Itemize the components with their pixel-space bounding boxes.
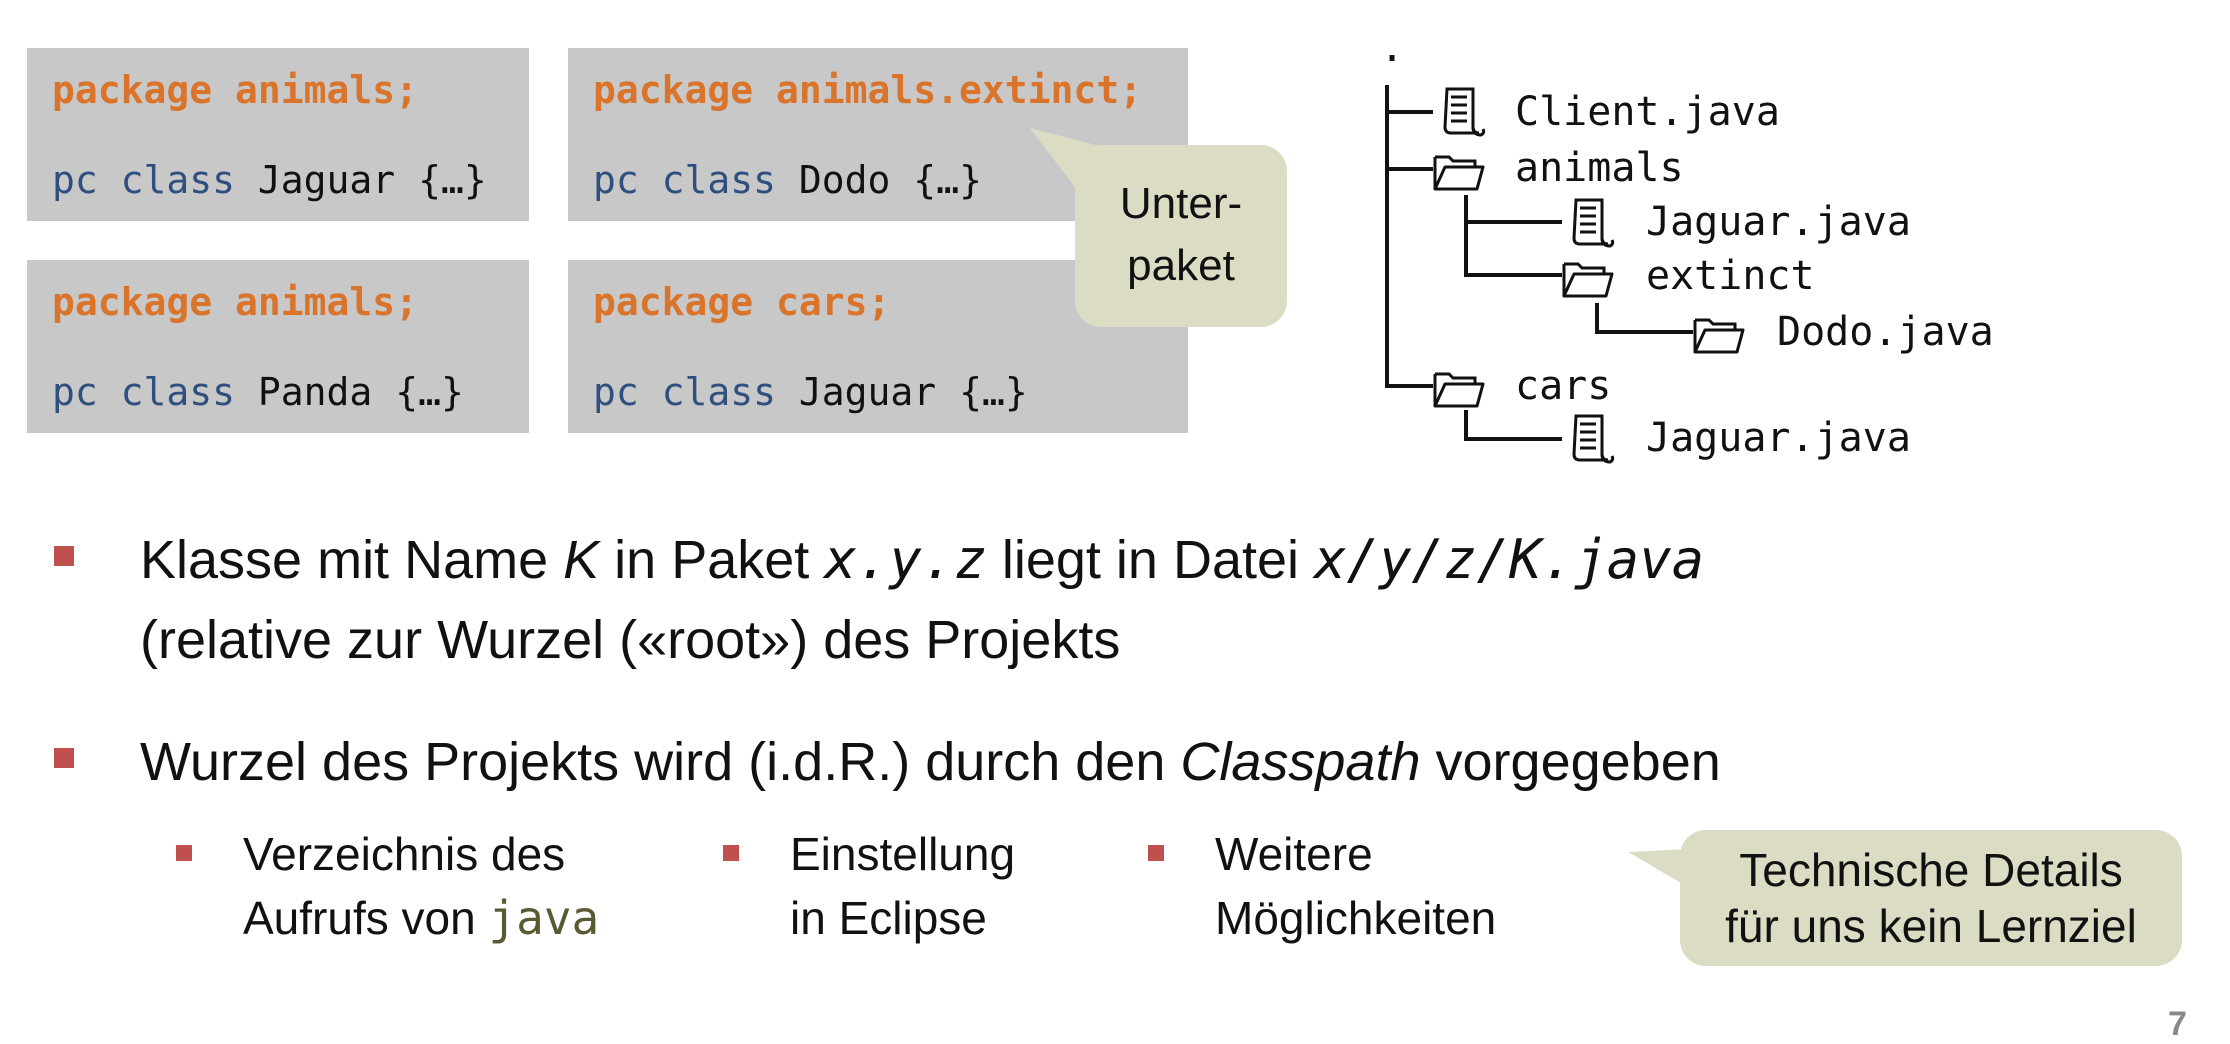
bullet-2-text: vorgegeben <box>1420 732 1721 792</box>
bullet-marker <box>54 748 74 768</box>
package-declaration: package animals.extinct; <box>593 68 1143 112</box>
tree-node-label: extinct <box>1646 253 1815 299</box>
file-icon <box>1443 87 1486 137</box>
sub-bullet-2: Einstellung in Eclipse <box>790 822 1015 950</box>
class-declaration: pc class Panda {…} <box>52 370 464 414</box>
callout-line-2: paket <box>1127 241 1235 290</box>
sub-bullet-marker <box>1148 845 1164 861</box>
class-name: Jaguar {…} <box>257 158 487 202</box>
code-box-panda: package animals; pc class Panda {…} <box>27 260 529 433</box>
classpath-term: Classpath <box>1180 732 1421 792</box>
bullet-marker <box>54 546 74 566</box>
tree-connector <box>1464 273 1562 277</box>
bullet-1: Klasse mit Name K in Paket x.y.z liegt i… <box>140 520 1704 600</box>
sub-bullet-3: Weitere Möglichkeiten <box>1215 822 1496 950</box>
tree-connector <box>1464 195 1468 275</box>
sub-bullet-2-line-1: Einstellung <box>790 828 1016 880</box>
file-icon <box>1572 198 1615 248</box>
class-name: Panda {…} <box>257 370 464 414</box>
bullet-1-text: in Paket <box>599 530 825 590</box>
package-declaration: package animals; <box>52 280 419 324</box>
sub-bullet-1-line-1: Verzeichnis des <box>243 828 566 880</box>
tree-node-label: animals <box>1515 145 1684 191</box>
class-keyword: pc class <box>593 370 777 414</box>
package-declaration: package animals; <box>52 68 419 112</box>
callout-subpackage: Unter- paket <box>1075 145 1287 327</box>
folder-icon <box>1562 262 1614 298</box>
sub-bullet-1-line-2: Aufrufs von java <box>243 886 599 950</box>
bullet-2-text: Wurzel des Projekts wird (i.d.R.) durch … <box>140 732 1181 792</box>
class-declaration: pc class Jaguar {…} <box>593 370 1028 414</box>
class-keyword: pc class <box>52 158 236 202</box>
tree-connector <box>1464 437 1562 441</box>
class-declaration: pc class Jaguar {…} <box>52 158 487 202</box>
tree-node-label: Jaguar.java <box>1646 199 1911 245</box>
callout-line-1: Unter- <box>1119 179 1243 228</box>
tree-root: . <box>1380 25 1405 71</box>
tree-connector <box>1385 167 1433 171</box>
code-box-jaguar: package animals; pc class Jaguar {…} <box>27 48 529 221</box>
tree-connector <box>1464 220 1562 224</box>
tree-node-label: Jaguar.java <box>1646 415 1911 461</box>
file-path: x/y/z/K.java <box>1314 528 1705 591</box>
sub-bullet-marker <box>723 845 739 861</box>
file-icon <box>1572 414 1615 464</box>
bullet-1-line-2: (relative zur Wurzel («root») des Projek… <box>140 610 1121 670</box>
package-path: x.y.z <box>824 528 987 591</box>
callout-line-1: Technische Details <box>1739 844 2123 896</box>
bullet-2: Wurzel des Projekts wird (i.d.R.) durch … <box>140 722 1721 802</box>
class-name-k: K <box>563 530 600 590</box>
code-box-dodo: package animals.extinct; pc class Dodo {… <box>568 48 1188 221</box>
bullet-1-text: liegt in Datei <box>986 530 1315 590</box>
tree-node-label: Client.java <box>1515 89 1780 135</box>
tree-connector <box>1464 410 1468 440</box>
tree-connector <box>1385 85 1389 387</box>
page-number: 7 <box>2168 1005 2187 1043</box>
sub-bullet-marker <box>176 845 192 861</box>
sub-bullet-1: Verzeichnis des Aufrufs von java <box>243 822 599 950</box>
package-declaration: package cars; <box>593 280 891 324</box>
tree-node-label: cars <box>1515 363 1612 409</box>
callout-line-2: für uns kein Lernziel <box>1725 900 2137 952</box>
tree-connector <box>1595 303 1599 332</box>
folder-icon <box>1433 372 1485 408</box>
sub-bullet-3-line-1: Weitere <box>1215 828 1373 880</box>
bullet-1-text: Klasse mit Name <box>140 530 564 590</box>
class-keyword: pc class <box>593 158 777 202</box>
tree-connector <box>1385 384 1433 388</box>
folder-icon <box>1693 318 1745 354</box>
class-name: Jaguar {…} <box>798 370 1028 414</box>
tree-connector <box>1595 330 1693 334</box>
class-declaration: pc class Dodo {…} <box>593 158 982 202</box>
sub-bullet-1-prefix: Aufrufs von <box>243 892 489 944</box>
folder-icon <box>1433 155 1485 191</box>
sub-bullet-3-line-2: Möglichkeiten <box>1215 892 1497 944</box>
callout-details: Technische Details für uns kein Lernziel <box>1680 830 2182 966</box>
tree-connector <box>1385 110 1433 114</box>
sub-bullet-2-line-2: in Eclipse <box>790 892 987 944</box>
class-name: Dodo {…} <box>798 158 982 202</box>
tree-node-label: Dodo.java <box>1777 309 1994 355</box>
class-keyword: pc class <box>52 370 236 414</box>
java-command: java <box>488 891 600 945</box>
